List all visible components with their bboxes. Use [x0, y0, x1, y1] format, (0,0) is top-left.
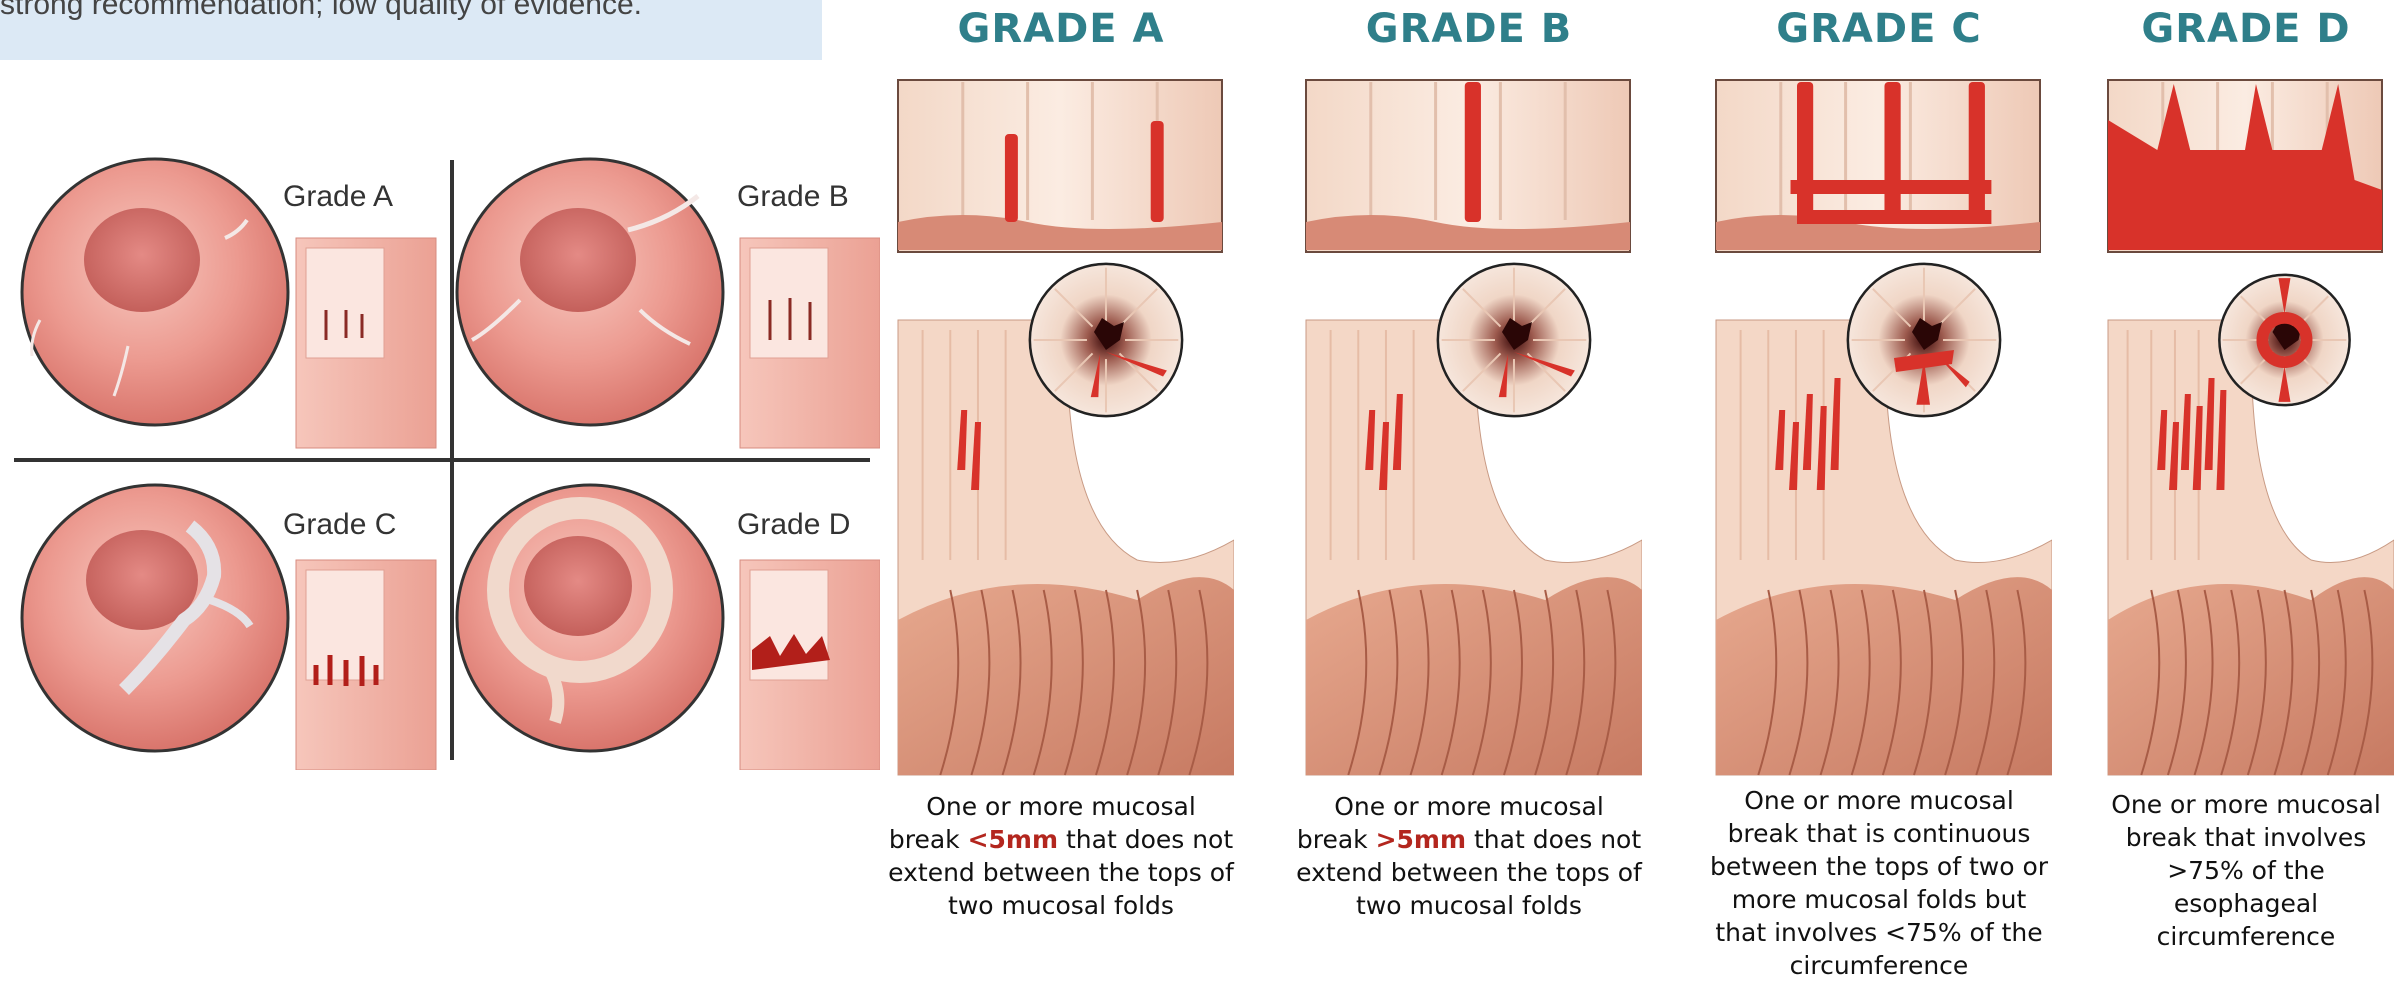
- grade-d-illustration: [2098, 0, 2394, 780]
- grade-c-lumen-view: [1848, 264, 2000, 416]
- grade-c-illustration: [1706, 0, 2052, 780]
- size-threshold: >5mm: [1376, 825, 1466, 854]
- grade-a-caption: One or more mucosal break <5mm that does…: [888, 790, 1234, 922]
- endoscopy-view-b: [457, 159, 723, 425]
- grade-a-panel: GRADE A One or more mucosal break <5mm t…: [888, 0, 1234, 940]
- grade-b-lumen-view: [1438, 264, 1590, 416]
- grade-c-fold-view: [1716, 80, 2040, 252]
- grade-b-caption: One or more mucosal break >5mm that does…: [1296, 790, 1642, 922]
- grade-d-fold-view: [2108, 80, 2382, 252]
- endoscopy-view-a: [22, 159, 288, 425]
- grade-b-fold-view: [1306, 80, 1630, 252]
- recommendation-text: strong recommendation; low quality of ev…: [0, 0, 642, 22]
- endoscopy-view-c: [22, 485, 288, 751]
- quadrant-label-d: Grade D: [737, 508, 850, 542]
- grade-c-caption: One or more mucosal break that is contin…: [1706, 784, 2052, 982]
- esophagus-cutaway-d: [740, 560, 880, 770]
- esophagus-cutaway-b: [740, 238, 880, 448]
- grade-a-lumen-view: [1030, 264, 1182, 416]
- endoscopy-view-d: [457, 485, 723, 751]
- quadrant-label-a: Grade A: [283, 180, 393, 214]
- quadrant-illustration: [0, 150, 880, 770]
- esophagus-cutaway-c: [296, 560, 436, 770]
- grade-d-lumen-view: [2219, 275, 2349, 405]
- grade-c-panel: GRADE C One or more mucosal break that i…: [1706, 0, 2052, 940]
- esophagus-cutaway-a: [296, 238, 436, 448]
- quadrant-label-b: Grade B: [737, 180, 849, 214]
- recommendation-banner: strong recommendation; low quality of ev…: [0, 0, 822, 60]
- grade-b-illustration: [1296, 0, 1642, 780]
- grade-a-fold-view: [898, 80, 1222, 252]
- size-threshold: <5mm: [968, 825, 1058, 854]
- quadrant-figure: Grade A Grade B Grade C Grade D: [0, 150, 880, 770]
- grade-a-illustration: [888, 0, 1234, 780]
- grade-d-caption: One or more mucosal break that involves …: [2098, 788, 2394, 953]
- quadrant-label-c: Grade C: [283, 508, 396, 542]
- grade-d-panel: GRADE D One or more mucosal break that i…: [2098, 0, 2394, 940]
- grade-b-panel: GRADE B One or more mucosal break >5mm t…: [1296, 0, 1642, 940]
